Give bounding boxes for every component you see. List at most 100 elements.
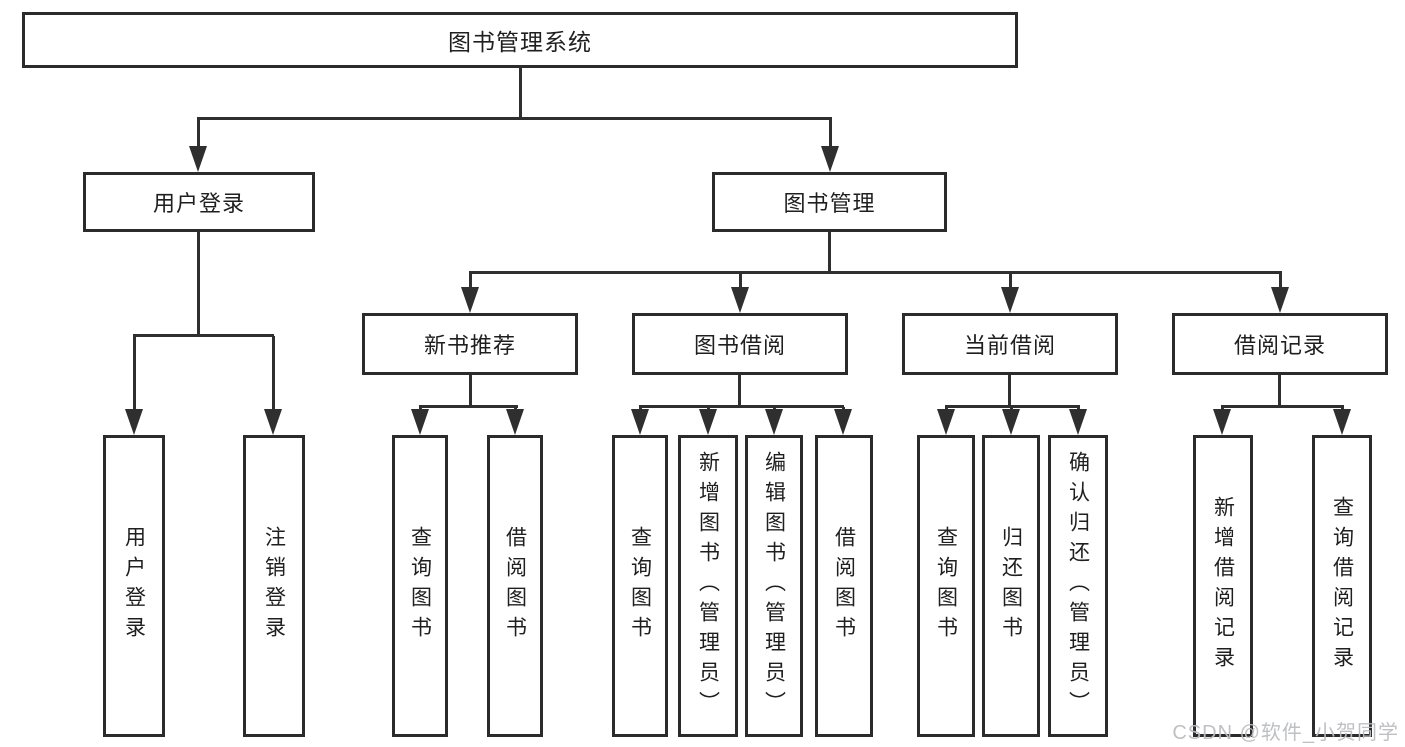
connector-drop-query-books-3 — [937, 407, 955, 435]
connector-drop-confirm-return — [1069, 407, 1087, 435]
node-current-borrow-label: 当前借阅 — [963, 333, 1056, 358]
leaf-borrow-books-1: 借阅图书 — [487, 435, 543, 737]
leaf-confirm-return-admin-label: 确认归还（管理员） — [1066, 451, 1090, 721]
connector-drop-add-borrow-record — [1213, 407, 1231, 435]
arrow-down-icon — [631, 409, 649, 435]
connector-line — [828, 117, 832, 146]
connector-bar-book-management — [469, 271, 1282, 274]
node-library-system: 图书管理系统 — [22, 12, 1018, 68]
leaf-return-book: 归还图书 — [982, 435, 1040, 737]
node-user-login-label: 用户登录 — [152, 191, 245, 216]
connector-line — [468, 273, 472, 287]
connector-stem-current-borrow — [1008, 375, 1011, 408]
connector-line — [513, 407, 517, 409]
node-new-book-recommend-label: 新书推荐 — [423, 333, 516, 358]
connector-stem-user-login — [197, 232, 200, 336]
leaf-query-books-1-label: 查询图书 — [408, 526, 432, 646]
leaf-add-borrow-record-label: 新增借阅记录 — [1211, 496, 1235, 676]
connector-stem-book-management — [828, 232, 831, 274]
leaf-edit-book-admin-label: 编辑图书（管理员） — [762, 451, 786, 721]
node-book-borrow-label: 图书借阅 — [693, 333, 786, 358]
connector-stem-book-borrow — [738, 375, 741, 408]
connector-line — [1076, 407, 1080, 409]
connector-line — [271, 336, 275, 409]
connector-bar-current-borrow — [945, 405, 1080, 408]
connector-drop-book-borrow — [731, 273, 749, 313]
connector-drop-add-book — [699, 407, 717, 435]
connector-drop-query-books-2 — [631, 407, 649, 435]
connector-drop-edit-book — [765, 407, 783, 435]
node-borrow-records-label: 借阅记录 — [1233, 333, 1326, 358]
connector-stem-new-book — [469, 375, 472, 408]
connector-bar-root — [197, 117, 831, 120]
node-user-login: 用户登录 — [83, 172, 315, 232]
connector-line — [1220, 407, 1224, 409]
leaf-borrow-books-1-label: 借阅图书 — [503, 526, 527, 646]
leaf-user-login-label: 用户登录 — [122, 526, 146, 646]
leaf-add-book-admin: 新增图书（管理员） — [678, 435, 738, 737]
leaf-query-books-2-label: 查询图书 — [628, 526, 652, 646]
arrow-down-icon — [765, 409, 783, 435]
connector-drop-leaf-logout — [264, 336, 282, 435]
leaf-logout-label: 注销登录 — [262, 526, 286, 646]
node-book-borrow: 图书借阅 — [632, 313, 848, 375]
connector-bar-book-borrow — [639, 405, 844, 408]
connector-drop-book-management — [821, 117, 839, 172]
connector-line — [944, 407, 948, 409]
connector-drop-borrow-records — [1271, 273, 1289, 313]
leaf-add-borrow-record: 新增借阅记录 — [1193, 435, 1253, 737]
connector-drop-leaf-user-login — [125, 336, 143, 435]
arrow-down-icon — [1002, 409, 1020, 435]
arrow-down-icon — [461, 287, 479, 313]
leaf-query-books-2: 查询图书 — [612, 435, 668, 737]
arrow-down-icon — [834, 409, 852, 435]
arrow-down-icon — [1001, 287, 1019, 313]
connector-drop-user-login — [189, 117, 207, 172]
watermark: CSDN @软件_小贺同学 — [1172, 722, 1399, 744]
connector-drop-borrow-books-2 — [834, 407, 852, 435]
connector-line — [841, 407, 845, 409]
arrow-down-icon — [189, 146, 207, 172]
connector-bar-user-login — [133, 334, 274, 337]
connector-stem-root — [519, 67, 522, 119]
connector-line — [1340, 407, 1344, 409]
connector-stem-borrow-records — [1278, 375, 1281, 408]
arrow-down-icon — [411, 409, 429, 435]
leaf-borrow-books-2-label: 借阅图书 — [832, 526, 856, 646]
leaf-query-books-3: 查询图书 — [917, 435, 975, 737]
leaf-edit-book-admin: 编辑图书（管理员） — [745, 435, 803, 737]
arrow-down-icon — [1069, 409, 1087, 435]
arrow-down-icon — [1271, 287, 1289, 313]
node-current-borrow: 当前借阅 — [902, 313, 1118, 375]
connector-drop-new-book — [461, 273, 479, 313]
leaf-query-borrow-record-label: 查询借阅记录 — [1330, 496, 1354, 676]
leaf-confirm-return-admin: 确认归还（管理员） — [1048, 435, 1108, 737]
connector-bar-new-book — [419, 405, 518, 408]
leaf-query-books-1: 查询图书 — [392, 435, 448, 737]
leaf-return-book-label: 归还图书 — [999, 526, 1023, 646]
connector-line — [638, 407, 642, 409]
arrow-down-icon — [506, 409, 524, 435]
connector-line — [132, 336, 136, 409]
connector-line — [772, 407, 776, 409]
connector-bar-borrow-records — [1221, 405, 1344, 408]
leaf-borrow-books-2: 借阅图书 — [815, 435, 873, 737]
connector-line — [418, 407, 422, 409]
leaf-user-login: 用户登录 — [103, 435, 165, 737]
connector-drop-borrow-books-1 — [506, 407, 524, 435]
connector-line — [1008, 273, 1012, 287]
arrow-down-icon — [699, 409, 717, 435]
node-new-book-recommend: 新书推荐 — [362, 313, 578, 375]
connector-line — [706, 407, 710, 409]
leaf-query-books-3-label: 查询图书 — [934, 526, 958, 646]
leaf-query-borrow-record: 查询借阅记录 — [1312, 435, 1372, 737]
connector-drop-query-borrow-record — [1333, 407, 1351, 435]
arrow-down-icon — [1333, 409, 1351, 435]
leaf-logout: 注销登录 — [243, 435, 305, 737]
arrow-down-icon — [731, 287, 749, 313]
connector-line — [196, 117, 200, 146]
connector-drop-return-book — [1002, 407, 1020, 435]
arrow-down-icon — [937, 409, 955, 435]
arrow-down-icon — [264, 409, 282, 435]
